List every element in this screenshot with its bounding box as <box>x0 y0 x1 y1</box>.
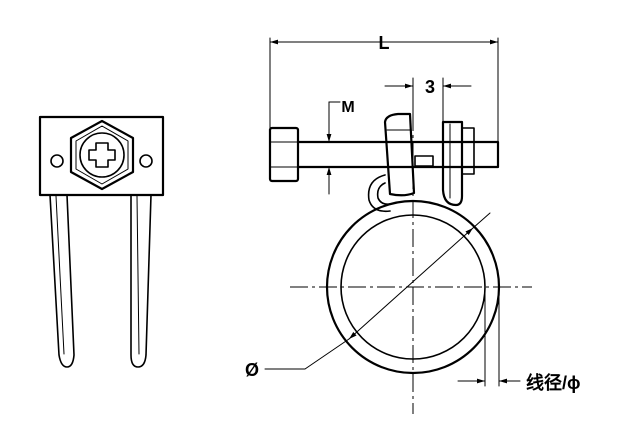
bolt <box>268 126 500 183</box>
diameter-label: Ø <box>245 360 259 380</box>
thread-dimension: M <box>321 99 355 195</box>
clamp-saddle <box>441 120 475 207</box>
front-view <box>38 115 165 368</box>
side-view: L 3 M Ø <box>245 33 581 414</box>
length-label: L <box>379 33 390 53</box>
wire-diameter-label: 线径/ϕ <box>526 372 581 393</box>
right-hole <box>139 154 153 168</box>
width-dimension: 3 <box>384 77 472 123</box>
cross-slot-icon <box>88 142 116 168</box>
length-dimension: L <box>269 33 499 143</box>
width-label: 3 <box>425 77 435 97</box>
clamp-legs <box>49 194 152 368</box>
hex-nut <box>69 119 135 191</box>
screw-head-circle <box>79 132 125 178</box>
left-hole <box>50 154 64 168</box>
wire-diameter-dimension: 线径/ϕ <box>457 286 581 393</box>
diameter-dimension: Ø <box>245 212 491 380</box>
thread-label: M <box>341 99 354 116</box>
connecting-loop <box>367 174 391 213</box>
clamp-nut-block <box>383 112 434 197</box>
mounting-plate <box>38 115 165 197</box>
